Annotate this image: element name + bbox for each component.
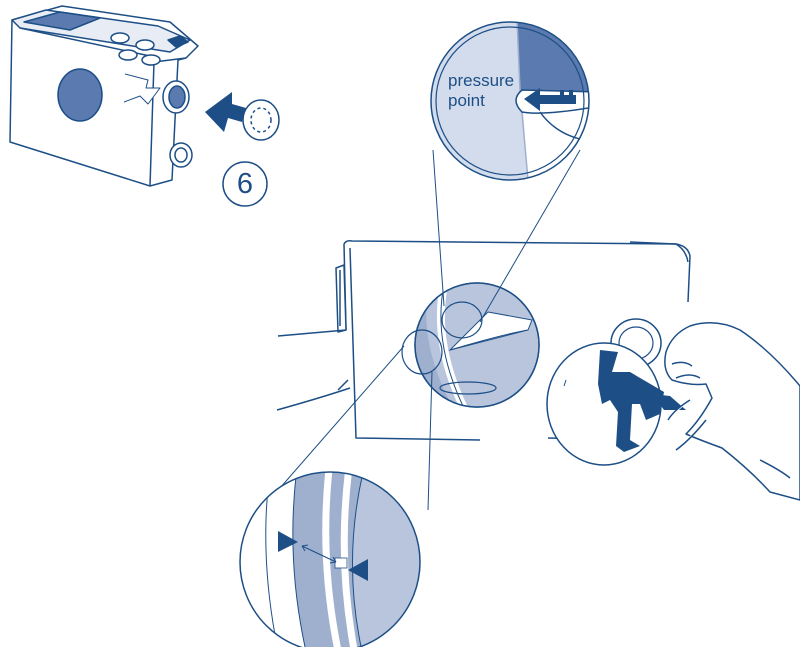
push-arrow-icon [524, 88, 576, 111]
dial-tool-icon [546, 318, 686, 466]
step-circle [222, 161, 268, 207]
disc-cap [242, 99, 280, 141]
pressure-point-zoom [430, 21, 590, 181]
arrow-left-icon [205, 92, 246, 132]
double-arrow-icon [278, 531, 368, 581]
gap-detail-zoom [239, 471, 421, 647]
leader-lines [272, 149, 581, 511]
device-overview [9, 5, 199, 187]
pressure-point-label: pressure point [448, 71, 528, 111]
housing [276, 240, 691, 441]
housing-detail-circle [401, 282, 540, 408]
hand-icon [664, 322, 800, 501]
pressure-point-label-line2: point [448, 91, 485, 110]
step-number: 6 [236, 168, 254, 200]
pressure-point-label-line1: pressure [448, 71, 515, 90]
